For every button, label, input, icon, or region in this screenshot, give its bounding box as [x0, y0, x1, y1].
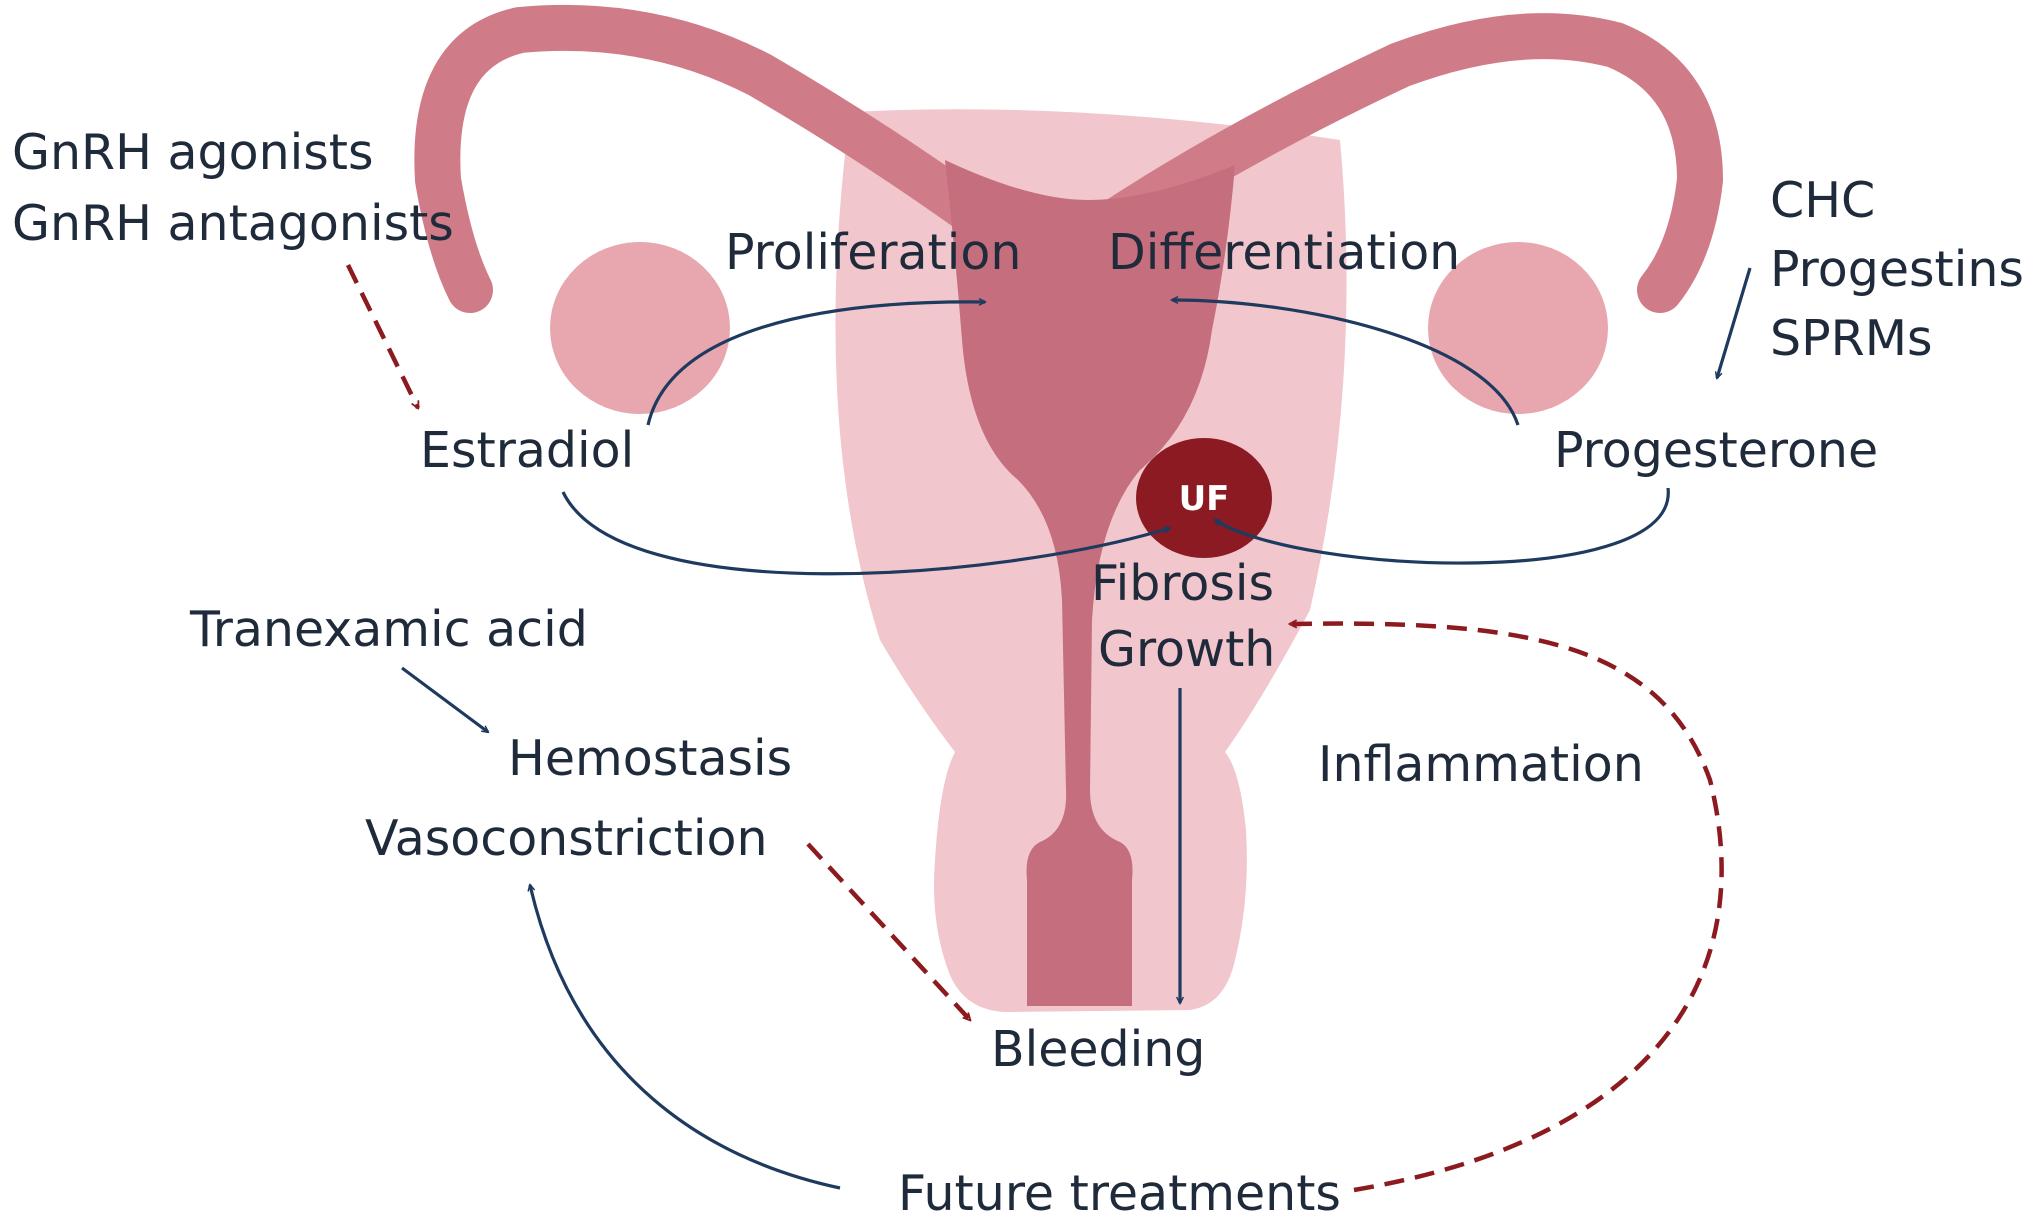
uterus-illustration — [414, 4, 1724, 1012]
arrow-progestogens-to-progesterone — [1717, 267, 1752, 378]
arrow-progesterone-to-uf — [1215, 487, 1670, 565]
label-progesterone: Progesterone — [1554, 422, 1878, 479]
dashed-arrow-future-to-fibrosis — [1290, 624, 1724, 1193]
label-tranexamic-acid: Tranexamic acid — [189, 601, 588, 658]
arrow-estradiol-to-proliferation — [646, 302, 985, 426]
uterine-cavity — [945, 160, 1235, 1006]
label-progestins: Progestins — [1770, 241, 2024, 298]
solid-arrows — [401, 267, 1752, 1190]
arrow-future-to-vasoconstriction — [530, 885, 841, 1190]
label-hemostasis: Hemostasis — [508, 730, 792, 787]
uf-label: UF — [1179, 479, 1230, 519]
arrow-estradiol-to-uf — [561, 491, 1170, 576]
label-sprms: SPRMs — [1770, 310, 1933, 367]
label-future-treatments: Future treatments — [898, 1165, 1341, 1222]
label-bleeding: Bleeding — [991, 1021, 1205, 1078]
right-fallopian-tube — [1087, 13, 1724, 313]
arrow-progesterone-to-differentiation — [1172, 300, 1520, 426]
label-estradiol: Estradiol — [420, 422, 634, 479]
label-proliferation: Proliferation — [725, 224, 1021, 281]
left-fallopian-tube — [414, 4, 1013, 313]
label-vasoconstriction: Vasoconstriction — [365, 810, 768, 867]
label-gnrh-agonists: GnRH agonists — [12, 124, 374, 181]
label-chc: CHC — [1770, 172, 1875, 229]
arrow-tranexamic-to-hemostasis — [401, 666, 488, 732]
labels: GnRH agonists GnRH antagonists CHC Proge… — [12, 124, 2024, 1222]
label-gnrh-antagonists: GnRH antagonists — [12, 195, 454, 252]
label-fibrosis: Fibrosis — [1091, 555, 1274, 612]
dashed-arrow-vasoconstriction-to-bleeding — [806, 842, 970, 1020]
label-inflammation: Inflammation — [1318, 736, 1644, 793]
dashed-arrows — [345, 264, 1724, 1193]
label-differentiation: Differentiation — [1108, 224, 1460, 281]
dashed-arrow-gnrh-to-estradiol — [345, 264, 421, 408]
left-ovary — [550, 242, 730, 414]
label-growth: Growth — [1098, 621, 1275, 678]
